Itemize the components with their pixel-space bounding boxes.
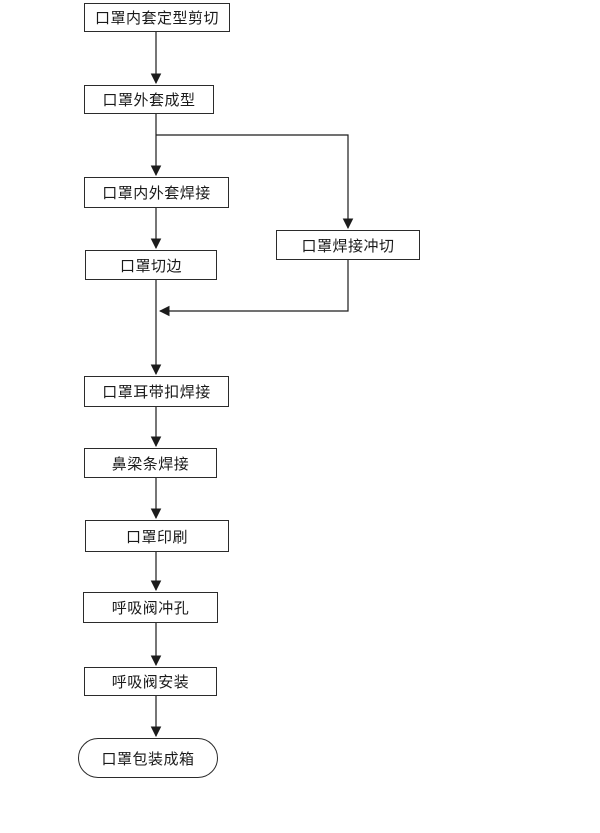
flow-node-packing-into-cartons: 口罩包装成箱 [78,738,218,778]
flow-node-inner-shell-shaping-cut: 口罩内套定型剪切 [84,3,230,32]
flow-node-edge-trimming: 口罩切边 [85,250,217,280]
flow-node-valve-installation: 呼吸阀安装 [84,667,217,696]
flow-node-mask-printing: 口罩印刷 [85,520,229,552]
flow-node-ear-strap-buckle-welding: 口罩耳带扣焊接 [84,376,229,407]
flow-node-welding-punch-cut: 口罩焊接冲切 [276,230,420,260]
flow-node-valve-punching: 呼吸阀冲孔 [83,592,218,623]
edge-outer-forming-to-welding-punch-cut [156,134,354,230]
flow-node-outer-shell-forming: 口罩外套成型 [84,85,214,114]
edge-welding-punch-cut-to-merge [158,260,349,317]
flow-node-inner-outer-welding: 口罩内外套焊接 [84,177,229,208]
flow-node-nose-bridge-welding: 鼻梁条焊接 [84,448,217,478]
